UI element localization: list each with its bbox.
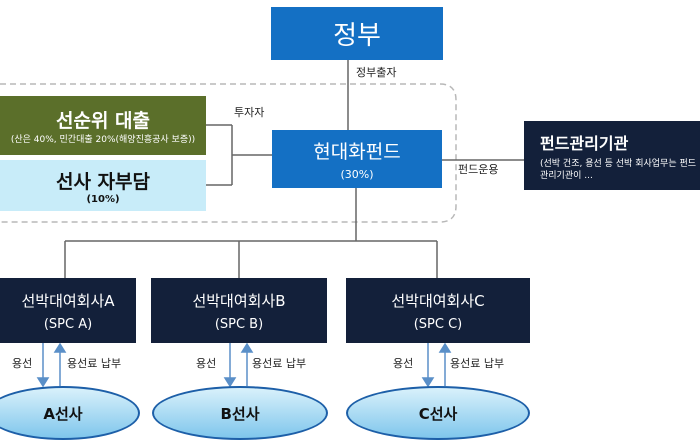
lease-label-b: 용선: [196, 357, 217, 370]
fund-manager-note: (선박 건조, 용선 등 선박 회사업무는 펀드관리기관이 ...: [540, 158, 697, 181]
senior-loan-box: 선순위 대출 (산은 40%, 민간대출 20%(해양진흥공사 보증)): [0, 96, 206, 155]
government-title: 정부: [333, 21, 381, 51]
investor-label: 투자자: [234, 106, 265, 119]
government-box: 정부: [271, 7, 443, 60]
payment-label-b: 용선료 납부: [252, 357, 307, 370]
spc-b-box: 선박대여회사B (SPC B): [151, 278, 327, 343]
payment-label-c: 용선료 납부: [450, 357, 505, 370]
fund-manager-title: 펀드관리기관: [540, 133, 629, 153]
lease-label-c: 용선: [393, 357, 414, 370]
carrier-a-ellipse: A선사: [0, 386, 140, 440]
spc-a-code: (SPC A): [43, 316, 93, 332]
carrier-c-ellipse: C선사: [346, 386, 530, 440]
spc-a-title: 선박대여회사A: [21, 291, 115, 310]
senior-loan-note: (산은 40%, 민간대출 20%(해양진흥공사 보증)): [10, 134, 196, 145]
carrier-b-ellipse: B선사: [152, 386, 328, 440]
gov-investment-label: 정부출자: [356, 66, 397, 79]
carrier-c-name: C선사: [418, 404, 458, 423]
spc-c-box: 선박대여회사C (SPC C): [346, 278, 530, 343]
spc-b-title: 선박대여회사B: [192, 291, 286, 310]
fund-box: 현대화펀드 (30%): [272, 130, 442, 188]
fund-manager-box: 펀드관리기관 (선박 건조, 용선 등 선박 회사업무는 펀드관리기관이 ...: [524, 121, 700, 190]
own-burden-box: 선사 자부담 (10%): [0, 160, 206, 211]
fund-operation-label: 펀드운용: [458, 163, 499, 176]
carrier-a-name: A선사: [43, 404, 83, 423]
lease-label-a: 용선: [12, 357, 33, 370]
spc-b-code: (SPC B): [214, 316, 264, 332]
fund-pct: (30%): [340, 168, 374, 181]
spc-c-code: (SPC C): [413, 316, 463, 332]
own-burden-pct: (10%): [86, 193, 120, 205]
carrier-b-name: B선사: [220, 404, 260, 423]
spc-a-box: 선박대여회사A (SPC A): [0, 278, 136, 343]
senior-loan-title: 선순위 대출: [55, 109, 150, 132]
fund-title: 현대화펀드: [313, 141, 401, 163]
spc-c-title: 선박대여회사C: [391, 291, 485, 310]
payment-label-a: 용선료 납부: [67, 357, 122, 370]
own-burden-title: 선사 자부담: [55, 170, 150, 193]
